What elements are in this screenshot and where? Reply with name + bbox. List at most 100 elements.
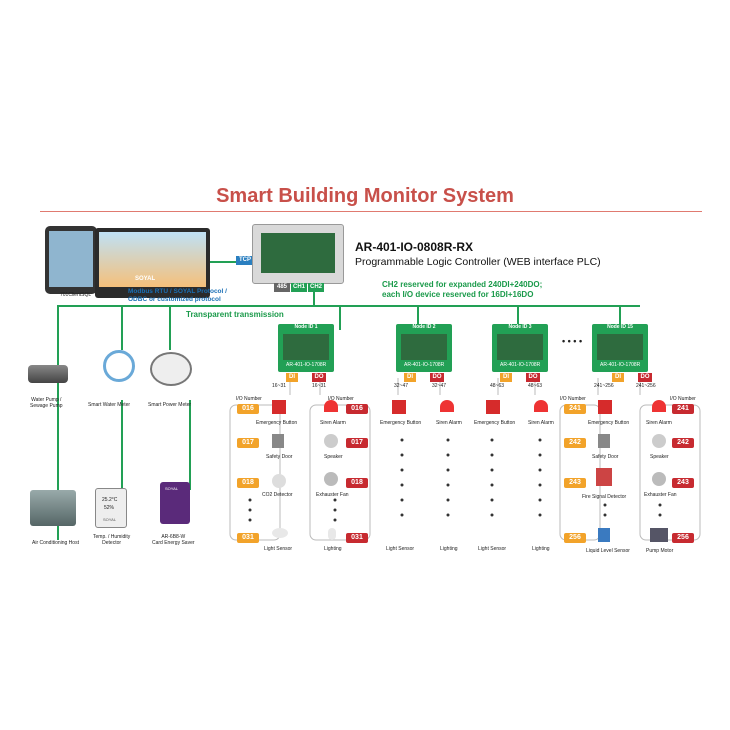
co2-detector-icon xyxy=(272,474,286,488)
io-do-018: 018 xyxy=(346,478,368,488)
label-emergency-button-3: Emergency Button xyxy=(474,420,516,426)
node1-model: AR-401-IO-1708R xyxy=(286,362,327,368)
controller-model: AR-401-IO-0808R-RX xyxy=(355,240,474,254)
node3-di-range: 48~63 xyxy=(490,383,505,389)
emergency-button-icon-3 xyxy=(486,400,500,414)
safety-door-icon xyxy=(272,434,284,448)
speaker-icon xyxy=(324,434,338,448)
io-number-label-left: I/O Number xyxy=(236,396,262,402)
label-lighting-3: Lighting xyxy=(532,546,550,552)
label-light-sensor-2: Light Sensor xyxy=(386,546,415,552)
node15-do-tag: DO xyxy=(638,373,652,382)
label-siren-alarm-2: Siren Alarm xyxy=(436,420,462,426)
card-energy-saver: SOYAL xyxy=(160,482,190,524)
page-title: Smart Building Monitor System xyxy=(216,185,514,207)
label-exhauster-fan-1: Exhauster Fan xyxy=(316,492,349,498)
io-number-label-right2: I/O Number xyxy=(670,396,696,402)
emergency-button-icon xyxy=(272,400,286,414)
temp-humidity-detector: 25.2°C 52% SOYAL xyxy=(95,488,127,528)
io-di-018: 018 xyxy=(237,478,259,488)
label-emergency-button-15: Emergency Button xyxy=(588,420,630,426)
exhauster-fan-icon xyxy=(324,472,338,486)
node1-di-range: 16~31 xyxy=(272,383,287,389)
tcp-tag: TCP xyxy=(236,256,254,265)
node1-do-range: 16~31 xyxy=(312,383,327,389)
ch2-note-1: CH2 reserved for expanded 240DI+240DO; xyxy=(382,280,543,289)
node15-model: AR-401-IO-1708R xyxy=(600,362,641,368)
software-label: 701ClientSQL xyxy=(60,292,92,298)
io-di-016: 016 xyxy=(237,404,259,414)
io-di-031: 031 xyxy=(237,533,259,543)
io-do-241: 241 xyxy=(672,404,694,414)
io-di-256: 256 xyxy=(564,533,586,543)
ellipsis-nodes: • • • • xyxy=(562,336,583,346)
label-pump-motor: Pump Motor xyxy=(646,548,674,554)
port-ch2: CH2 xyxy=(308,283,324,292)
label-siren-alarm-1: Siren Alarm xyxy=(320,420,346,426)
pump-motor-icon xyxy=(650,528,668,542)
meter-label-pump: Water Pump / Sewage Pump xyxy=(30,397,63,409)
io-do-242: 242 xyxy=(672,438,694,448)
device-label-energy: AR-6B8-W Card Energy Saver xyxy=(152,534,195,546)
siren-alarm-icon-15 xyxy=(652,400,666,412)
ch2-note-2: each I/O device reserved for 16DI+16DO xyxy=(382,290,534,299)
meter-label-power: Smart Power Meter xyxy=(148,402,192,408)
label-lighting-1: Lighting xyxy=(324,546,342,552)
label-emergency-button-2: Emergency Button xyxy=(380,420,422,426)
node15-di-range: 241~256 xyxy=(594,383,614,389)
exhauster-fan-icon-15 xyxy=(652,472,666,486)
controller-description: Programmable Logic Controller (WEB inter… xyxy=(355,256,601,268)
node-id-15: Node ID 15 xyxy=(592,324,648,372)
node2-do-range: 32~47 xyxy=(432,383,447,389)
node-id-3: Node ID 3 xyxy=(492,324,548,372)
node-id-1: Node ID 1 xyxy=(278,324,334,372)
port-485: 485 xyxy=(274,283,290,292)
siren-alarm-icon-3 xyxy=(534,400,548,412)
plc-controller xyxy=(252,224,344,284)
node2-do-tag: DO xyxy=(430,373,444,382)
node15-di-tag: DI xyxy=(612,373,624,382)
io-do-031: 031 xyxy=(346,533,368,543)
node1-di-tag: DI xyxy=(286,373,298,382)
node1-do-tag: DO xyxy=(312,373,326,382)
io-di-017: 017 xyxy=(237,438,259,448)
io-do-017: 017 xyxy=(346,438,368,448)
ac-host-icon xyxy=(30,490,76,526)
node3-do-range: 48~63 xyxy=(528,383,543,389)
label-siren-alarm-15: Siren Alarm xyxy=(646,420,672,426)
device-label-ac: Air Conditioning Host xyxy=(32,540,79,546)
node2-model: AR-401-IO-1708R xyxy=(404,362,445,368)
io-di-243: 243 xyxy=(564,478,586,488)
energy-saver-brand: SOYAL xyxy=(165,486,179,491)
transparent-transmission: Transparent transmission xyxy=(186,310,284,319)
label-co2-detector: CO2 Detector xyxy=(262,492,293,498)
humidity-readout: 52% xyxy=(104,505,115,511)
speaker-icon-15 xyxy=(652,434,666,448)
software-brand: SOYAL xyxy=(135,276,156,282)
io-di-241: 241 xyxy=(564,404,586,414)
label-safety-door-1: Safety Door xyxy=(266,454,293,460)
node3-di-tag: DI xyxy=(500,373,512,382)
label-fire-signal-detector: Fire Signal Detector xyxy=(582,494,627,500)
temp-detector-brand: SOYAL xyxy=(103,517,117,522)
monitor-display: SOYAL xyxy=(95,228,210,298)
light-sensor-icon xyxy=(272,528,288,538)
io-number-label-mid: I/O Number xyxy=(328,396,354,402)
label-light-sensor-3: Light Sensor xyxy=(478,546,507,552)
label-siren-alarm-3: Siren Alarm xyxy=(528,420,554,426)
label-speaker-1: Speaker xyxy=(324,454,343,460)
protocol-note-2: ODBC or customized protocol xyxy=(128,296,221,303)
io-di-242: 242 xyxy=(564,438,586,448)
power-meter-icon xyxy=(150,352,192,386)
node-id-2: Node ID 2 xyxy=(396,324,452,372)
title-divider xyxy=(40,211,702,212)
safety-door-icon-15 xyxy=(598,434,610,448)
io-do-256: 256 xyxy=(672,533,694,543)
label-emergency-button-1: Emergency Button xyxy=(256,420,298,426)
water-pump-icon xyxy=(28,365,68,383)
liquid-level-sensor-icon xyxy=(598,528,610,542)
io-do-016: 016 xyxy=(346,404,368,414)
protocol-note-1: Modbus RTU / SOYAL Protocol / xyxy=(128,288,227,295)
node15-do-range: 241~256 xyxy=(636,383,656,389)
label-light-sensor-1: Light Sensor xyxy=(264,546,293,552)
